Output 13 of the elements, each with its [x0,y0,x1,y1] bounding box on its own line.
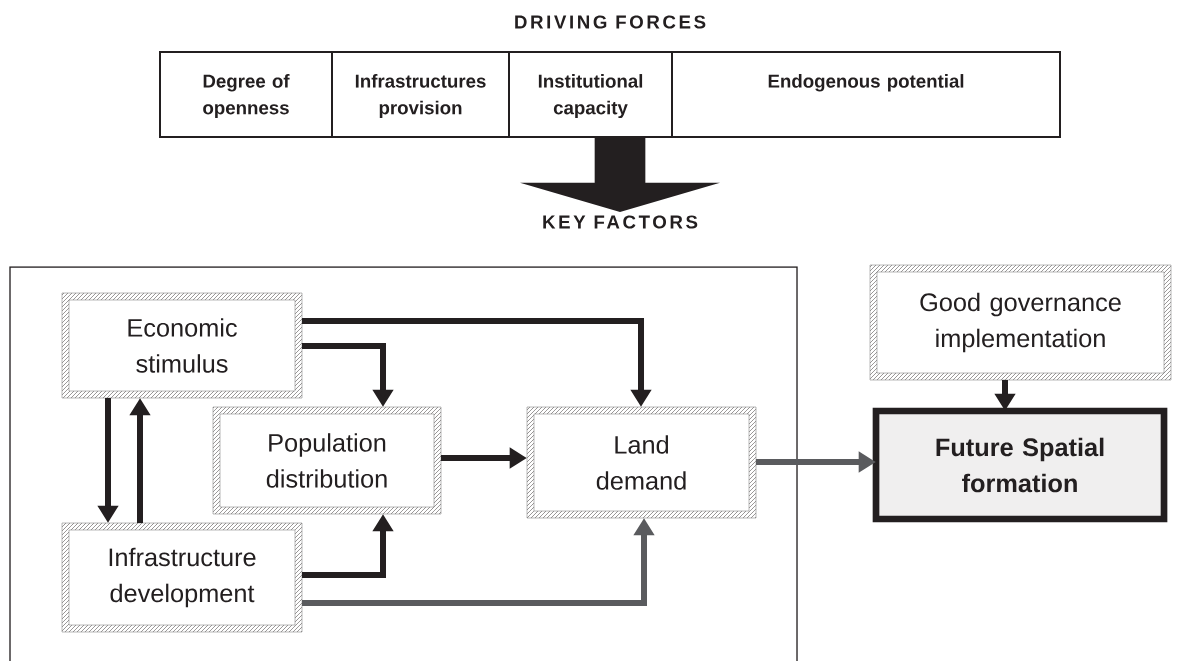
table-cell: Degree of openness [159,51,333,138]
node-label: DRIVING FORCES [515,15,706,29]
factor-box: Infrastructure development [61,522,303,633]
outcome-box: Future Spatial formation [872,407,1168,523]
table-cell: Endogenous potential [671,51,1061,138]
factor-box: Good governance implementation [869,264,1172,381]
factor-box: Economic stimulus [61,292,303,399]
factor-box: Land demand [526,406,757,519]
block-arrow [520,137,720,212]
node-label: KEY FACTORS [543,215,698,229]
table-cell: Infrastructures provision [331,51,510,138]
table-cell: Institutional capacity [508,51,673,138]
factor-box: Population distribution [212,406,442,515]
